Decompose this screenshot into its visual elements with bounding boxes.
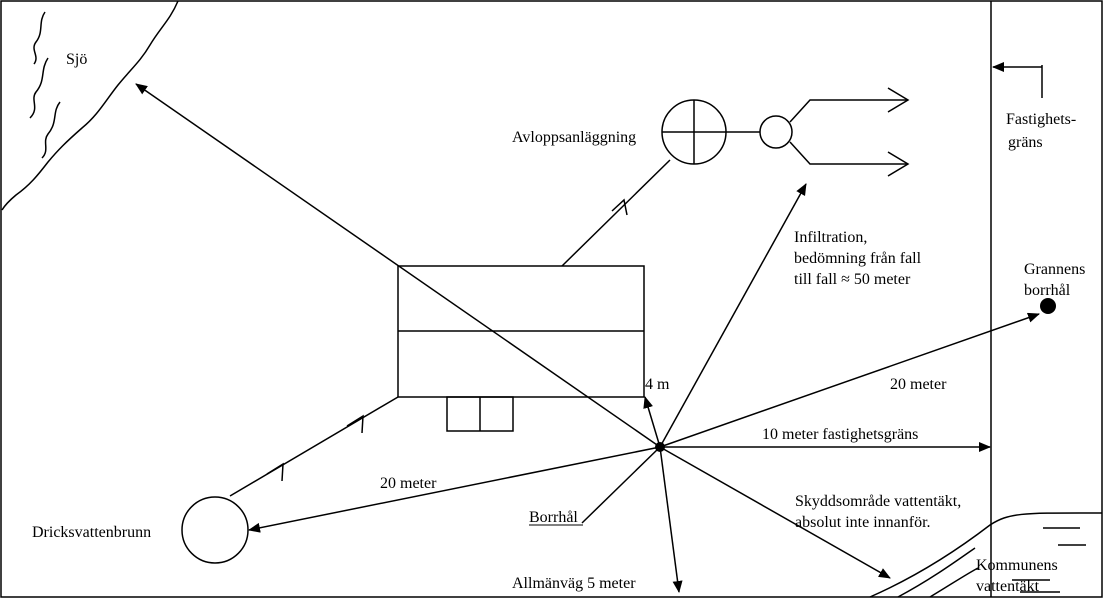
- well-label: Dricksvattenbrunn: [32, 524, 151, 541]
- road-distance-label: Allmänväg 5 meter: [512, 575, 636, 592]
- borehole-label: Borrhål: [529, 509, 578, 526]
- arrow-to-infiltration: [659, 183, 807, 448]
- neighbor-borehole: [1040, 298, 1056, 314]
- lake-shore: [1, 0, 179, 211]
- infiltration-pipes: [789, 87, 910, 177]
- septic-label: Avloppsanläggning: [512, 129, 636, 146]
- water-pipe: [229, 396, 399, 497]
- infiltration-label-line2: bedömning från fall: [794, 250, 922, 267]
- borehole-leader: [581, 446, 661, 524]
- house-distance-label: 4 m: [645, 376, 670, 393]
- neighbor-label-line1: Grannens: [1024, 261, 1085, 278]
- drinking-water-well: [181, 496, 249, 564]
- distribution-well: [759, 115, 793, 149]
- house: [397, 265, 645, 432]
- municipal-water-source: [869, 512, 1103, 598]
- municipal-label-line1: Kommunens: [976, 557, 1058, 574]
- arrow-to-drinking-well: [248, 446, 661, 533]
- infiltration-label-line3: till fall ≈ 50 meter: [794, 271, 911, 288]
- lake-label: Sjö: [66, 51, 87, 68]
- protection-label-line1: Skyddsområde vattentäkt,: [795, 493, 961, 510]
- well-distance-label: 20 meter: [380, 475, 437, 492]
- boundary-distance-label: 10 meter fastighetsgräns: [762, 426, 918, 443]
- arrow-to-municipal-well: [659, 446, 891, 579]
- arrow-to-lake: [135, 83, 661, 448]
- boundary-label-line1: Fastighets-: [1006, 111, 1076, 128]
- sewer-pipe: [561, 159, 671, 267]
- septic-tank: [661, 99, 727, 165]
- arrow-to-house: [643, 396, 661, 448]
- infiltration-label-line1: Infiltration,: [794, 229, 867, 246]
- municipal-label-line2: vattentäkt: [976, 578, 1040, 595]
- water-pipe-flow-mark-2: [346, 414, 364, 434]
- neighbor-label-line2: borrhål: [1024, 282, 1071, 299]
- water-pipe-flow-mark-1: [266, 462, 284, 482]
- sewer-pipe-flow-mark: [611, 198, 628, 216]
- boundary-label-line2: gräns: [1008, 134, 1043, 151]
- arrow-to-neighbor-borehole: [659, 312, 1040, 448]
- neighbor-distance-label: 20 meter: [890, 376, 947, 393]
- arrow-to-road: [659, 446, 683, 593]
- protection-label-line2: absolut inte innanför.: [795, 514, 931, 531]
